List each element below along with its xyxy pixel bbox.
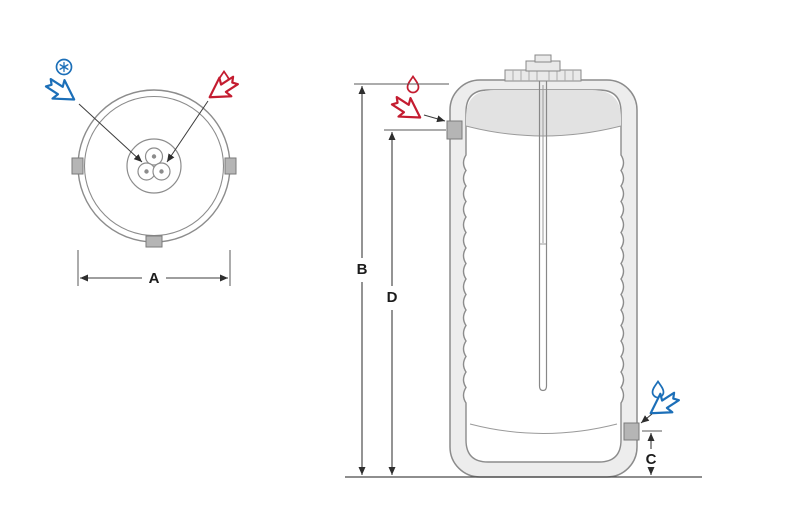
dimension-a: A xyxy=(77,250,231,287)
cold-flow-group-top xyxy=(44,58,76,101)
cold-leader-line xyxy=(78,103,143,163)
dimension-label-a: A xyxy=(149,270,160,287)
cluster-outline xyxy=(126,138,182,194)
fitting-port-dot xyxy=(144,169,149,174)
hot-flow-group-top xyxy=(208,69,239,99)
cold-connection-fitting xyxy=(623,422,640,441)
inner-tank xyxy=(462,89,625,463)
top-view: A xyxy=(44,58,239,287)
side-tab-left xyxy=(71,157,84,175)
hot-leader-line-front xyxy=(423,114,446,123)
side-tab-right xyxy=(224,157,237,175)
immersion-flange xyxy=(504,54,582,82)
hot-connection-fitting xyxy=(446,120,463,140)
side-tab-bottom xyxy=(145,235,163,248)
cold-droplet-icon xyxy=(651,379,665,399)
fitting-port-dot xyxy=(151,154,157,159)
center-fitting-cluster xyxy=(126,138,182,194)
dimension-c: C xyxy=(642,430,662,475)
hot-leader-line xyxy=(166,100,209,163)
hot-flow-arrow-icon xyxy=(390,95,422,119)
hot-flow-group-front xyxy=(390,74,422,119)
cold-flow-arrow-icon xyxy=(649,391,680,415)
dimension-label-d: D xyxy=(387,289,398,306)
dimension-label-c: C xyxy=(646,451,657,468)
flange-knob xyxy=(534,54,552,63)
bottom-dish-line xyxy=(469,423,618,434)
dimension-label-b: B xyxy=(357,261,368,278)
cold-leader-line-front xyxy=(640,413,653,424)
fitting-port-dot xyxy=(159,169,164,174)
dip-tube xyxy=(538,81,548,392)
flange-hatching xyxy=(512,70,574,81)
dimension-d: D xyxy=(384,129,446,475)
front-view: B D C xyxy=(345,54,702,478)
hot-flow-arrow-icon xyxy=(208,75,239,99)
cold-symbol-icon xyxy=(55,58,73,76)
dimension-b: B xyxy=(354,83,449,475)
cold-flow-group-front xyxy=(649,379,680,415)
flange-plate xyxy=(504,69,582,82)
cold-flow-arrow-icon xyxy=(44,77,76,101)
